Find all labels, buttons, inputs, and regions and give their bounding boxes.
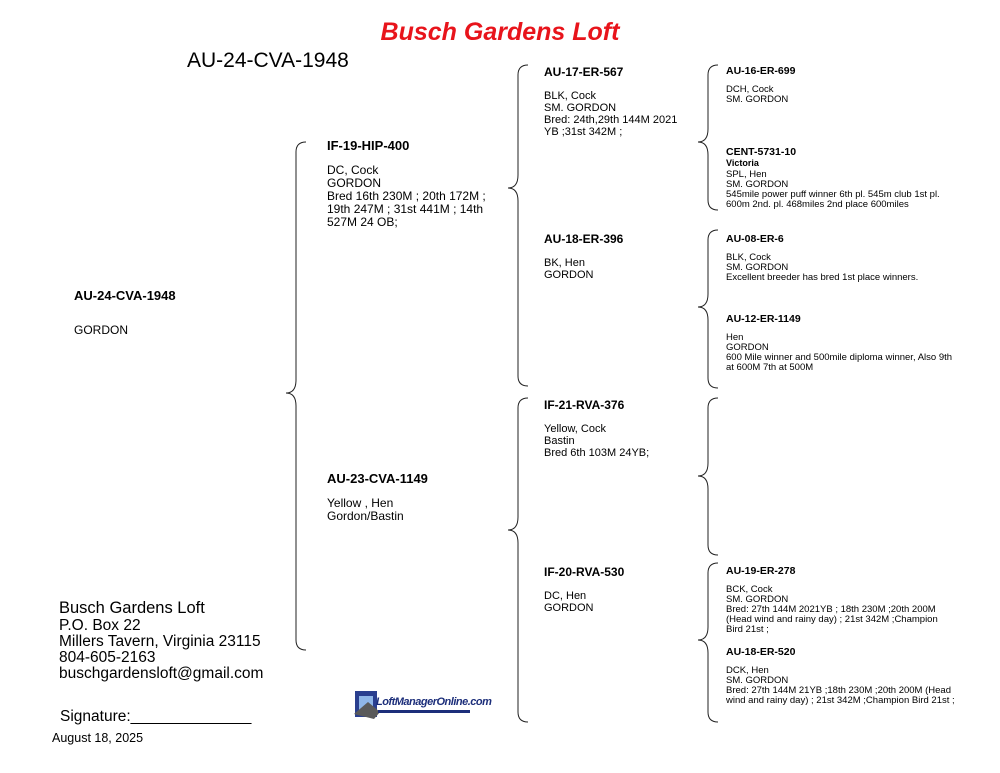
ggp2-band: CENT-5731-10 (726, 146, 797, 158)
loft-manager-logo: LoftManagerOnline.com (352, 688, 492, 722)
contact-block: Busch Gardens Loft P.O. Box 22 Millers T… (59, 598, 263, 682)
sire-bird: IF-19-HIP-400 DC, Cock GORDON Bred 16th … (327, 138, 487, 229)
subject-bird: AU-24-CVA-1948 GORDON (74, 288, 274, 337)
contact-name: Busch Gardens Loft (59, 599, 205, 617)
bracket-dam (507, 397, 529, 723)
great-grandparent-5: AU-19-ER-278 BCK, Cock SM. GORDON Bred: … (726, 565, 956, 635)
ggp6-record: Bred: 27th 144M 21YB ;18th 230M ;20th 20… (726, 685, 955, 706)
ggp1-strain: SM. GORDON (726, 94, 789, 105)
ring-number-header: AU-24-CVA-1948 (187, 49, 349, 72)
gp1-color-sex: BLK, Cock (544, 90, 596, 102)
bracket-subject (285, 141, 307, 651)
dam-color-sex: Yellow , Hen (327, 496, 394, 510)
dam-bird: AU-23-CVA-1149 Yellow , Hen Gordon/Basti… (327, 471, 497, 523)
loft-manager-logo-icon (354, 691, 470, 719)
print-date: August 18, 2025 (52, 731, 144, 745)
ggp2-name: Victoria (726, 158, 759, 168)
gp2-color-sex: BK, Hen (544, 257, 585, 269)
ggp3-color-sex: BLK, Cock (726, 252, 771, 263)
ggp6-color-sex: DCK, Hen (726, 665, 769, 676)
gp4-color-sex: DC, Hen (544, 590, 587, 602)
ggp4-band: AU-12-ER-1149 (726, 313, 801, 325)
ggp5-strain: SM. GORDON (726, 594, 789, 605)
bracket-gp4 (697, 562, 719, 723)
gp1-strain: SM. GORDON (544, 102, 617, 114)
subject-band: AU-24-CVA-1948 (74, 288, 176, 303)
ggp3-record: Excellent breeder has bred 1st place win… (726, 272, 919, 283)
sire-color-sex: DC, Cock (327, 163, 379, 177)
ggp6-strain: SM. GORDON (726, 675, 789, 686)
ggp5-record: Bred: 27th 144M 2021YB ; 18th 230M ;20th… (726, 604, 938, 635)
gp2-strain: GORDON (544, 269, 594, 281)
contact-phone: 804-605-2163 (59, 649, 156, 666)
gp3-record: Bred 6th 103M 24YB; (544, 447, 650, 459)
bracket-sire (507, 64, 529, 387)
grandparent-4: IF-20-RVA-530 DC, Hen GORDON (544, 565, 694, 614)
bracket-gp2 (697, 229, 719, 389)
great-grandparent-6: AU-18-ER-520 DCK, Hen SM. GORDON Bred: 2… (726, 646, 956, 706)
great-grandparent-1: AU-16-ER-699 DCH, Cock SM. GORDON (726, 65, 956, 105)
great-grandparent-4: AU-12-ER-1149 Hen GORDON 600 Mile winner… (726, 313, 956, 373)
logo-text: LoftManagerOnline.com (376, 696, 492, 708)
contact-address-1: P.O. Box 22 (59, 617, 141, 634)
grandparent-2: AU-18-ER-396 BK, Hen GORDON (544, 232, 694, 281)
ggp2-strain: SM. GORDON (726, 179, 789, 190)
sire-strain: GORDON (327, 176, 381, 190)
contact-address-2: Millers Tavern, Virginia 23115 (59, 633, 261, 650)
ggp6-band: AU-18-ER-520 (726, 646, 796, 658)
ggp2-color-sex: SPL, Hen (726, 169, 767, 180)
great-grandparent-2: CENT-5731-10 Victoria SPL, Hen SM. GORDO… (726, 146, 956, 210)
gp1-record: Bred: 24th,29th 144M 2021 YB ;31st 342M … (544, 114, 678, 138)
signature-line: Signature:______________ (60, 708, 252, 725)
great-grandparent-3: AU-08-ER-6 BLK, Cock SM. GORDON Excellen… (726, 233, 956, 283)
gp4-strain: GORDON (544, 602, 594, 614)
ggp1-color-sex: DCH, Cock (726, 84, 774, 95)
dam-strain: Gordon/Bastin (327, 509, 404, 523)
grandparent-1: AU-17-ER-567 BLK, Cock SM. GORDON Bred: … (544, 65, 694, 138)
sire-band: IF-19-HIP-400 (327, 138, 410, 153)
gp3-strain: Bastin (544, 435, 575, 447)
subject-strain: GORDON (74, 323, 128, 337)
gp4-band: IF-20-RVA-530 (544, 565, 625, 579)
ggp5-color-sex: BCK, Cock (726, 584, 773, 595)
ggp1-band: AU-16-ER-699 (726, 65, 796, 77)
gp3-band: IF-21-RVA-376 (544, 398, 625, 412)
dam-band: AU-23-CVA-1149 (327, 471, 428, 486)
gp2-band: AU-18-ER-396 (544, 232, 624, 246)
ggp2-record: 545mile power puff winner 6th pl. 545m c… (726, 189, 940, 210)
contact-email: buschgardensloft@gmail.com (59, 665, 264, 682)
grandparent-3: IF-21-RVA-376 Yellow, Cock Bastin Bred 6… (544, 398, 694, 459)
sire-record: Bred 16th 230M ; 20th 172M ; 19th 247M ;… (327, 189, 486, 229)
bracket-gp1 (697, 64, 719, 211)
bracket-gp3 (697, 397, 719, 556)
ggp4-strain: GORDON (726, 342, 769, 353)
gp3-color-sex: Yellow, Cock (544, 423, 606, 435)
ggp4-color-sex: Hen (726, 332, 744, 343)
ggp5-band: AU-19-ER-278 (726, 565, 796, 577)
ggp3-band: AU-08-ER-6 (726, 233, 784, 245)
loft-title: Busch Gardens Loft (380, 18, 620, 46)
ggp4-record: 600 Mile winner and 500mile diploma winn… (726, 352, 953, 373)
ggp3-strain: SM. GORDON (726, 262, 789, 273)
gp1-band: AU-17-ER-567 (544, 65, 624, 79)
